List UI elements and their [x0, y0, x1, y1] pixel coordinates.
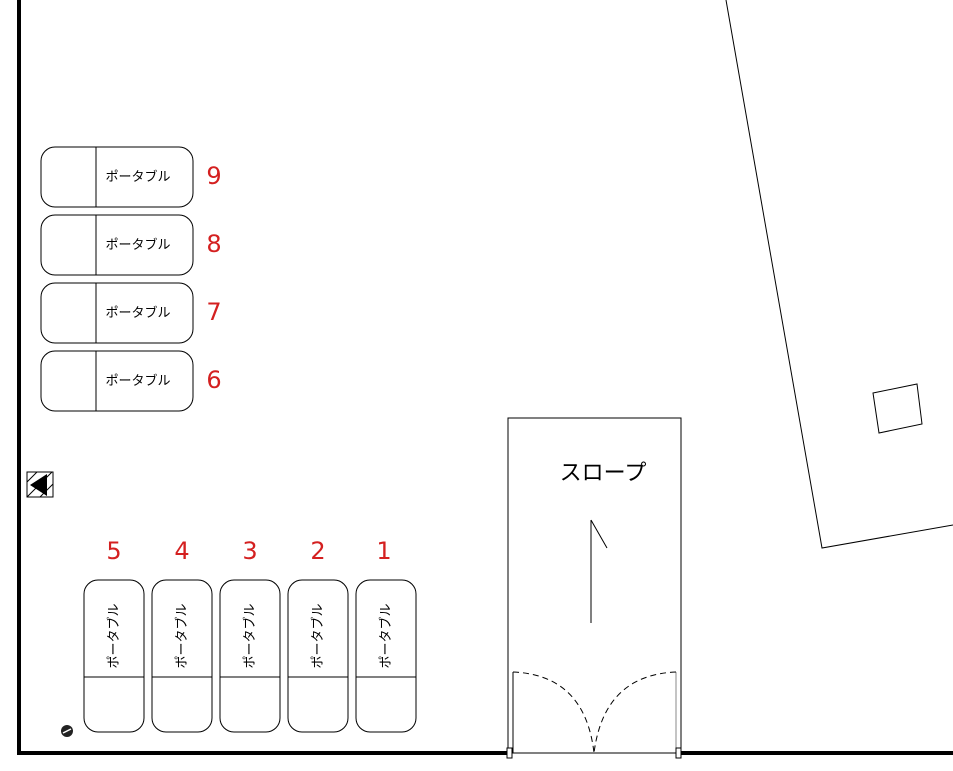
table-2[interactable]: ポータブル 2: [287, 537, 349, 733]
table-3[interactable]: ポータブル 3: [219, 537, 281, 733]
table-label: ポータブル: [105, 373, 170, 389]
table-5[interactable]: ポータブル 5: [83, 537, 145, 733]
table-label: ポータブル: [105, 305, 170, 321]
table-row-group: ポータブル 9 ポータブル 8 ポータブル 7 ポータブル 6: [40, 146, 222, 412]
table-6[interactable]: ポータブル 6: [40, 350, 222, 412]
table-label: ポータブル: [106, 603, 122, 668]
table-label: ポータブル: [174, 603, 190, 668]
building-outline: [725, 0, 953, 549]
table-number: 8: [206, 230, 221, 258]
table-number: 1: [376, 537, 391, 565]
table-number: 7: [206, 298, 221, 326]
table-number: 3: [242, 537, 257, 565]
pillar: [872, 383, 923, 434]
table-number: 9: [206, 162, 221, 190]
table-9[interactable]: ポータブル 9: [40, 146, 222, 208]
slope-label: スロープ: [560, 461, 647, 486]
table-number: 5: [106, 537, 121, 565]
table-label: ポータブル: [378, 603, 394, 668]
table-label: ポータブル: [105, 237, 170, 253]
slope-area: スロープ: [506, 417, 682, 759]
table-label: ポータブル: [105, 169, 170, 185]
table-7[interactable]: ポータブル 7: [40, 282, 222, 344]
table-4[interactable]: ポータブル 4: [151, 537, 213, 733]
table-number: 6: [206, 366, 221, 394]
outlet-icon: [61, 725, 73, 737]
table-1[interactable]: ポータブル 1: [355, 537, 417, 733]
table-label: ポータブル: [242, 603, 258, 668]
double-door: [506, 671, 682, 759]
table-number: 2: [310, 537, 325, 565]
table-8[interactable]: ポータブル 8: [40, 214, 222, 276]
table-label: ポータブル: [310, 603, 326, 668]
direction-arrow-icon: [26, 471, 54, 498]
table-col-group: ポータブル 5 ポータブル 4 ポータブル 3 ポータブル 2 ポータブル 1: [83, 537, 417, 733]
up-arrow-icon: [590, 519, 608, 623]
table-number: 4: [174, 537, 189, 565]
